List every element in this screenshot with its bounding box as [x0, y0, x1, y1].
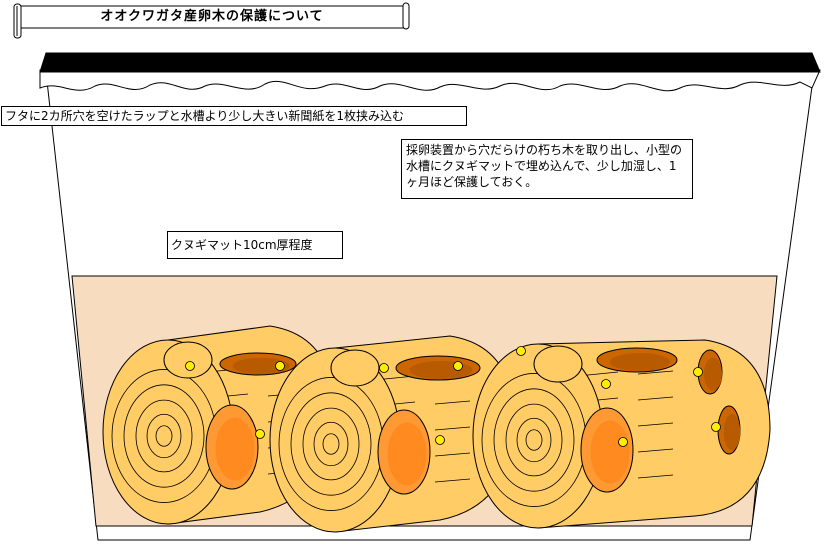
hole-shade	[409, 361, 473, 379]
hole-shade	[723, 414, 741, 450]
growth-ring	[146, 413, 182, 459]
egg	[516, 346, 526, 356]
growth-ring	[155, 425, 173, 447]
egg	[185, 361, 195, 371]
growth-ring	[135, 399, 193, 473]
log-2	[269, 335, 516, 533]
growth-ring	[290, 392, 372, 496]
egg	[435, 435, 445, 445]
growth-ring	[493, 388, 575, 492]
growth-ring	[322, 433, 340, 455]
hole-shade	[387, 422, 427, 486]
branch-stub	[330, 349, 380, 387]
egg	[255, 429, 265, 439]
egg	[601, 379, 611, 389]
hole-shade	[704, 357, 722, 391]
egg	[379, 363, 389, 373]
mat-thickness-label: クヌギマット10cm厚程度	[167, 231, 343, 259]
title-banner	[13, 2, 410, 39]
branch-stub	[163, 341, 213, 379]
tank-lid	[39, 52, 821, 73]
egg	[275, 361, 285, 371]
newspaper-edge	[39, 69, 821, 92]
egg	[453, 361, 463, 371]
growth-ring	[313, 421, 349, 467]
logs-group	[102, 325, 771, 533]
growth-ring	[525, 429, 543, 451]
log-3	[472, 339, 771, 529]
egg	[618, 437, 628, 447]
hole-shade	[232, 357, 290, 375]
egg	[711, 422, 721, 432]
diagram-title: オオクワガタ産卵木の保護について	[100, 9, 324, 24]
hole-shade	[215, 417, 255, 481]
hole-shade	[610, 353, 670, 371]
growth-ring	[516, 417, 552, 463]
lid-label: フタに2カ所穴を空けたラップと水槽より少し大きい新聞紙を1枚挟み込む	[1, 106, 467, 126]
growth-ring	[123, 384, 205, 488]
hole-shade	[590, 420, 630, 484]
egg	[693, 367, 703, 377]
growth-ring	[505, 403, 563, 477]
growth-ring	[302, 407, 360, 481]
note-label: 採卵装置から穴だらけの朽ち木を取り出し、小型の水槽にクヌギマットで埋め込んで、少…	[401, 139, 693, 199]
branch-stub	[533, 345, 583, 383]
